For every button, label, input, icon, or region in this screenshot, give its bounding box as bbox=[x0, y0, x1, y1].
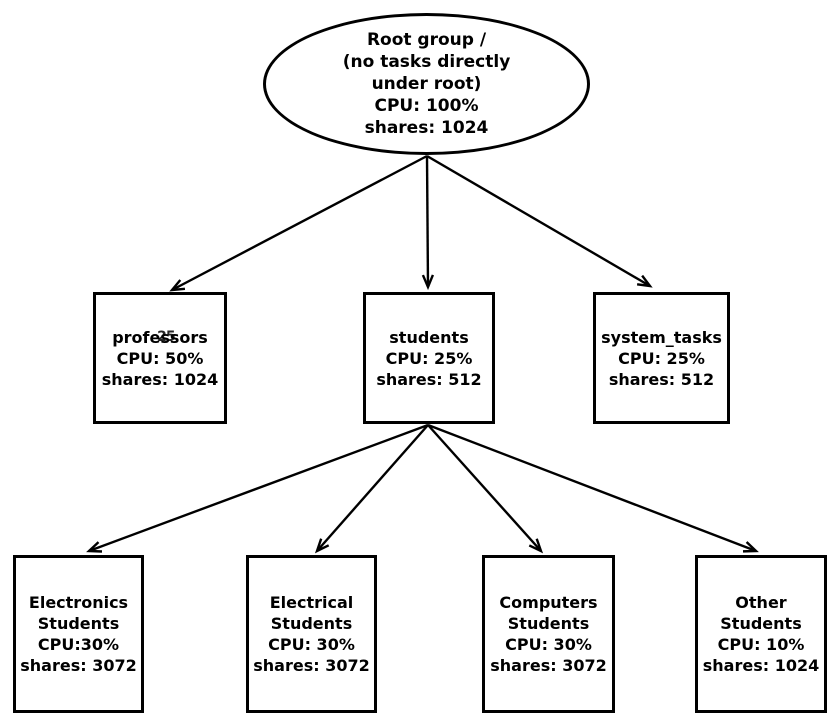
node-text-line: CPU: 30% bbox=[505, 635, 592, 654]
overlapping-artifact-text: 25 bbox=[157, 328, 176, 345]
node-text-line: under root) bbox=[371, 74, 482, 94]
node-text-line: shares: 3072 bbox=[20, 656, 137, 675]
node-text-line: shares: 1024 bbox=[364, 118, 489, 138]
node-title-line: Other bbox=[735, 593, 787, 612]
node-title-line: Students bbox=[720, 614, 802, 633]
node-text-line: CPU: 100% bbox=[374, 96, 479, 116]
arrow-root-to-system-tasks bbox=[426, 154, 653, 288]
node-text-line: shares: 3072 bbox=[490, 656, 607, 675]
node-text-line: CPU: 25% bbox=[618, 348, 705, 368]
node-text-line: CPU: 25% bbox=[385, 348, 473, 368]
node-system-tasks: system_tasks CPU: 25% shares: 512 bbox=[593, 292, 730, 424]
node-text-line: shares: 1024 bbox=[101, 369, 219, 389]
node-title-line: Electronics bbox=[28, 593, 129, 612]
node-text-line: CPU: 10% bbox=[717, 635, 805, 654]
node-students: students CPU: 25% shares: 512 bbox=[363, 292, 495, 424]
node-text-line: Root group / bbox=[366, 30, 487, 50]
node-title-line: system_tasks bbox=[601, 327, 722, 347]
node-text-line: shares: 1024 bbox=[702, 656, 820, 675]
node-electronics-students: Electronics Students CPU:30% shares: 307… bbox=[13, 555, 144, 713]
arrow-students-to-electrical bbox=[314, 424, 429, 554]
arrow-students-to-other bbox=[427, 423, 759, 553]
arrow-students-to-computers bbox=[427, 424, 544, 554]
node-electrical-students: Electrical Students CPU: 30% shares: 307… bbox=[246, 555, 377, 713]
node-text-line: CPU:30% bbox=[37, 635, 120, 654]
node-title-line: students bbox=[389, 327, 469, 347]
node-other-students: Other Students CPU: 10% shares: 1024 bbox=[695, 555, 827, 713]
arrow-students-to-electronics bbox=[86, 423, 429, 553]
node-title-line: professors 25 bbox=[112, 327, 208, 348]
arrow-root-to-students bbox=[421, 155, 435, 291]
node-title-line: Students bbox=[37, 614, 120, 633]
node-title-text: professors bbox=[112, 327, 208, 347]
node-text-line: shares: 512 bbox=[608, 369, 715, 389]
arrow-root-to-professors bbox=[169, 154, 428, 292]
node-text-line: CPU: 50% bbox=[116, 348, 204, 368]
node-title-line: Electrical bbox=[269, 593, 354, 612]
node-title-line: Students bbox=[507, 614, 590, 633]
node-text-line: shares: 512 bbox=[376, 369, 482, 389]
node-text-line: shares: 3072 bbox=[253, 656, 370, 675]
node-title-line: Computers bbox=[499, 593, 598, 612]
node-root-group: Root group / (no tasks directly under ro… bbox=[263, 13, 590, 155]
node-text-line: (no tasks directly bbox=[342, 52, 511, 72]
node-computers-students: Computers Students CPU: 30% shares: 3072 bbox=[482, 555, 615, 713]
node-text-line: CPU: 30% bbox=[268, 635, 355, 654]
node-title-line: Students bbox=[270, 614, 353, 633]
node-professors: professors 25 CPU: 50% shares: 1024 bbox=[93, 292, 227, 424]
